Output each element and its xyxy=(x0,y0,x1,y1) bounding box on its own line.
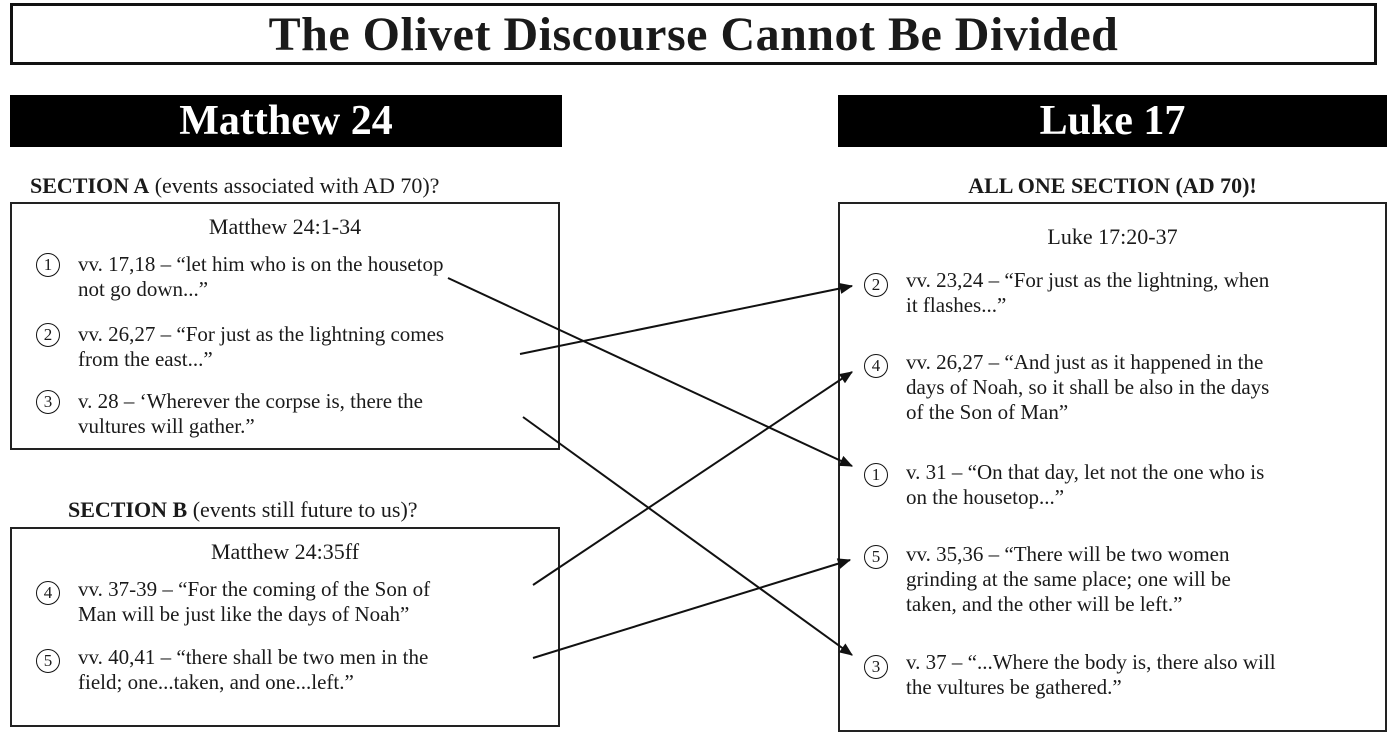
matthew-heading: Matthew 24 xyxy=(10,95,562,147)
entry-line: from the east...” xyxy=(78,347,213,371)
arrow-5 xyxy=(532,558,852,659)
number-badge: 4 xyxy=(36,581,60,605)
entry-line: v. 31 – “On that day, let not the one wh… xyxy=(906,460,1265,484)
entry-line: it flashes...” xyxy=(906,293,1007,317)
arrow-3 xyxy=(522,416,853,656)
entry-line: v. 37 – “...Where the body is, there als… xyxy=(906,650,1276,674)
luke-box: Luke 17:20-37 2 vv. 23,24 – “For just as… xyxy=(838,202,1387,732)
entry-line: Man will be just like the days of Noah” xyxy=(78,602,410,626)
entry-line: vv. 40,41 – “there shall be two men in t… xyxy=(78,645,429,669)
entry-line: grinding at the same place; one will be xyxy=(906,567,1231,591)
luke-box-title: Luke 17:20-37 xyxy=(1047,224,1178,249)
luke-section-label: ALL ONE SECTION (AD 70)! xyxy=(968,173,1257,198)
number-badge: 4 xyxy=(864,354,888,378)
arrow-4 xyxy=(532,371,853,586)
entry-line: on the housetop...” xyxy=(906,485,1065,509)
number-badge: 2 xyxy=(864,273,888,297)
entry-line: v. 28 – ‘Wherever the corpse is, there t… xyxy=(78,389,423,413)
section-b-label-bold: SECTION B xyxy=(68,497,188,522)
entry-line: field; one...taken, and one...left.” xyxy=(78,670,354,694)
section-a-label-bold: SECTION A xyxy=(30,173,150,198)
entry-line: vv. 17,18 – “let him who is on the house… xyxy=(78,252,444,276)
number-badge: 1 xyxy=(36,253,60,277)
arrow-2 xyxy=(519,283,854,355)
entry-line: the vultures be gathered.” xyxy=(906,675,1122,699)
entry-line: taken, and the other will be left.” xyxy=(906,592,1183,616)
entry-line: vv. 37-39 – “For the coming of the Son o… xyxy=(78,577,431,601)
entry-line: of the Son of Man” xyxy=(906,400,1069,424)
section-a-label: SECTION A (events associated with AD 70)… xyxy=(30,173,439,199)
entry-line: not go down...” xyxy=(78,277,209,301)
number-badge: 1 xyxy=(864,463,888,487)
entry-line: vv. 35,36 – “There will be two women xyxy=(906,542,1230,566)
number-badge: 3 xyxy=(36,390,60,414)
luke-heading: Luke 17 xyxy=(838,95,1387,147)
section-b-box-title: Matthew 24:35ff xyxy=(210,539,360,564)
section-b-label: SECTION B (events still future to us)? xyxy=(68,497,418,523)
section-b-label-rest: (events still future to us)? xyxy=(187,497,418,522)
number-badge: 3 xyxy=(864,655,888,679)
entry-line: vultures will gather.” xyxy=(78,414,255,438)
entry-line: vv. 26,27 – “And just as it happened in … xyxy=(906,350,1264,374)
entry-line: days of Noah, so it shall be also in the… xyxy=(906,375,1270,399)
section-a-box-title: Matthew 24:1-34 xyxy=(208,214,362,239)
section-b-box: Matthew 24:35ff 4 vv. 37-39 – “For the c… xyxy=(10,527,560,727)
entry-line: vv. 23,24 – “For just as the lightning, … xyxy=(906,268,1270,292)
number-badge: 5 xyxy=(36,649,60,673)
page-title: The Olivet Discourse Cannot Be Divided xyxy=(268,7,1119,61)
title-box: The Olivet Discourse Cannot Be Divided xyxy=(10,3,1377,65)
section-a-box: Matthew 24:1-34 1 vv. 17,18 – “let him w… xyxy=(10,202,560,450)
number-badge: 2 xyxy=(36,323,60,347)
number-badge: 5 xyxy=(864,545,888,569)
entry-line: vv. 26,27 – “For just as the lightning c… xyxy=(78,322,445,346)
section-a-label-rest: (events associated with AD 70)? xyxy=(149,173,440,198)
